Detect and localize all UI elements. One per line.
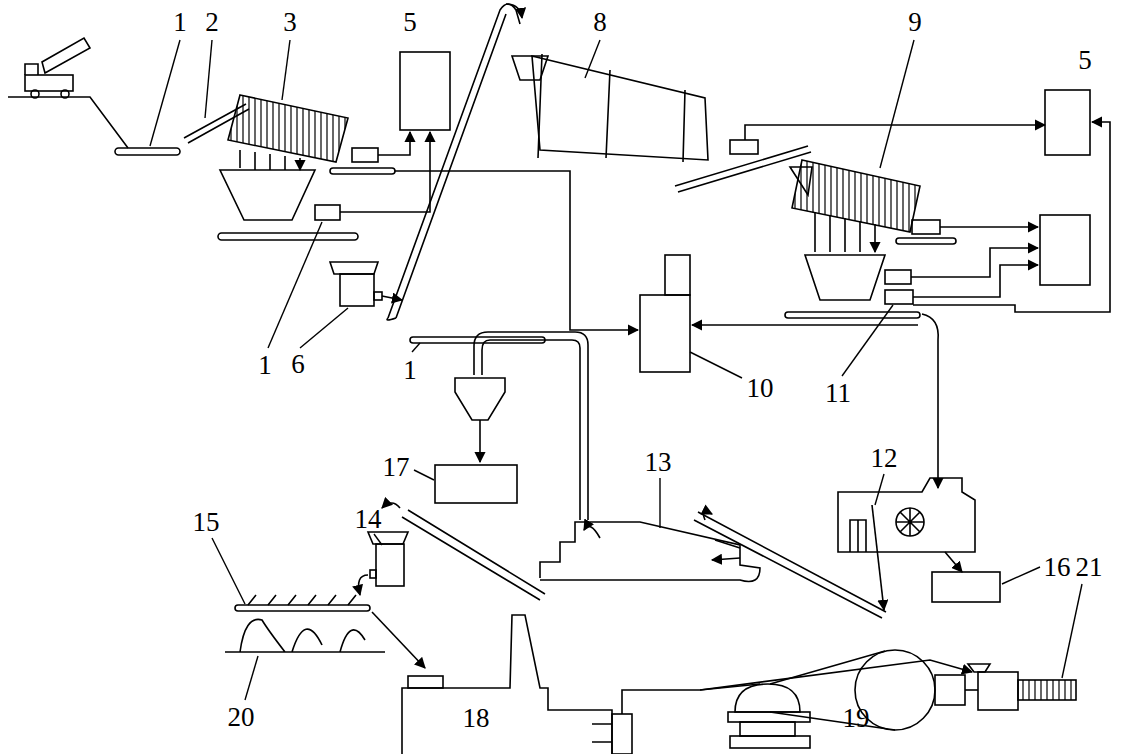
rotary-kiln	[512, 54, 708, 162]
bucket-elevator	[387, 4, 522, 320]
callout-number: 14	[355, 506, 382, 533]
callout-number: 9	[908, 9, 922, 36]
dump-truck	[8, 38, 128, 148]
crusher	[838, 478, 1000, 610]
callout-number: 1	[173, 9, 187, 36]
callout-number: 5	[403, 9, 417, 36]
dust-collector	[640, 255, 690, 372]
belt-conveyor	[115, 104, 956, 618]
callout-number: 17	[383, 454, 410, 481]
callout-number: 21	[1076, 554, 1103, 581]
mixer	[435, 332, 760, 582]
extruder	[402, 615, 972, 754]
callout-number: 20	[228, 704, 255, 731]
control-box	[730, 90, 1090, 155]
callout-number: 2	[205, 9, 219, 36]
callout-number: 6	[291, 351, 305, 378]
callout-number: 18	[463, 705, 490, 732]
callout-number: 8	[593, 9, 607, 36]
motor-drive	[700, 650, 1076, 748]
callout-number: 16	[1044, 554, 1071, 581]
callout-number: 13	[645, 449, 672, 476]
callout-number: 12	[871, 445, 898, 472]
leader-lines	[150, 40, 1082, 700]
callout-number: 1	[258, 352, 272, 379]
callout-number: 3	[283, 9, 297, 36]
callout-number: 5	[1078, 47, 1092, 74]
callout-number: 1	[403, 357, 417, 384]
callout-number: 10	[747, 375, 774, 402]
callout-number: 11	[825, 380, 851, 407]
callout-number: 15	[193, 509, 220, 536]
vibrating-screen	[692, 122, 1110, 488]
callout-number: 19	[843, 705, 870, 732]
feeder	[330, 262, 402, 306]
material-piles	[225, 619, 385, 652]
